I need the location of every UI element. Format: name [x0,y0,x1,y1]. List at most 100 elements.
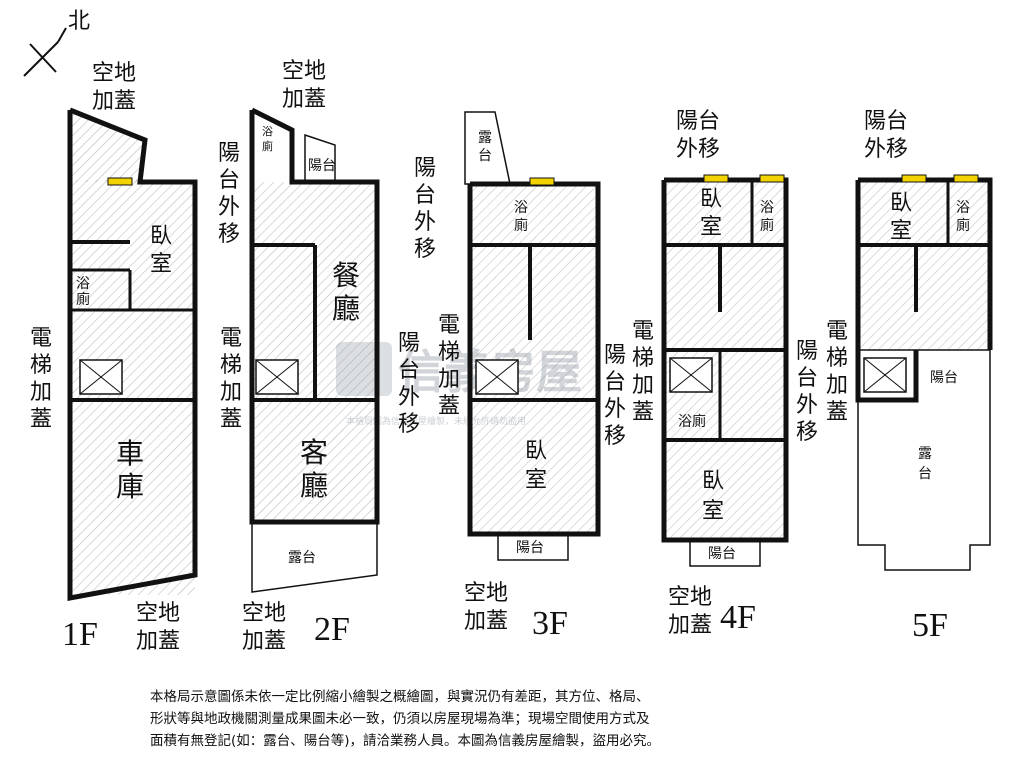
compass-north-label: 北 [68,9,90,34]
compass-icon: 北 [23,9,90,77]
f4-bedroom-top-line1: 臥 [700,187,722,212]
f4-bath-top-line1: 浴 [760,200,774,216]
f4-elevator-2: 梯 [632,346,654,371]
f5-balcony-move-line1: 陽台 [864,109,908,134]
f2-dining-line2: 廳 [332,292,360,325]
f4-addition-bottom-line2: 加蓋 [668,613,712,638]
f4-elevator-1: 電 [632,319,654,344]
f2-balcony-move-right-4: 移 [398,412,420,437]
f1-bath-line1: 浴 [76,276,90,292]
f1-elevator-2: 梯 [30,353,52,378]
f2-label: 2F [314,611,350,648]
f2-balcony-move-2: 台 [218,168,240,193]
f3-balcony: 陽台 [516,540,544,556]
f5-elevator-3: 加 [826,373,848,398]
f2-bath-line1: 浴 [262,125,273,138]
f1-garage-line2: 庫 [116,470,144,503]
f4-balcony-move-right-3: 外 [796,393,818,418]
f3-elevator-1: 電 [438,313,460,338]
f3-bedroom-line2: 室 [525,468,547,493]
f3-balcony-move-1: 陽 [414,156,436,181]
f2-addition-bottom-line2: 加蓋 [242,629,286,654]
f3-elevator-3: 加 [438,367,460,392]
f4-balcony-move-right-1: 陽 [796,339,818,364]
f2-elevator-4: 蓋 [220,407,242,432]
f1-addition-top-line1: 空地 [92,61,136,86]
f3-terrace-line1: 露 [478,130,492,146]
f2-terrace: 露台 [288,550,316,566]
f3-balcony-move-right-3: 外 [604,397,626,422]
f1-addition-bottom-line1: 空地 [136,601,180,626]
f3-terrace-line2: 台 [478,148,492,164]
f4-balcony-move-line2: 外移 [676,137,720,162]
f5-bedroom-line2: 室 [890,219,912,244]
f2-living-line1: 客 [300,436,328,469]
f1-bedroom-line1: 臥 [150,224,172,249]
floor-2f: 空地 加蓋 浴 廁 陽台 陽 台 外 移 餐 廳 電 梯 加 蓋 陽 台 外 移… [218,59,420,654]
f4-bath-top-line2: 廁 [760,217,774,234]
f2-elevator-1: 電 [220,326,242,351]
f2-dining-line1: 餐 [332,259,360,292]
f4-balcony-move-line1: 陽台 [676,109,720,134]
f3-addition-bottom-line1: 空地 [464,581,508,606]
f5-balcony-move-line2: 外移 [864,137,908,162]
f2-addition-bottom-line1: 空地 [242,601,286,626]
f3-balcony-move-right-2: 台 [604,370,626,395]
f3-addition-bottom-line2: 加蓋 [464,609,508,634]
f4-addition-bottom-line1: 空地 [668,585,712,610]
f3-elevator-2: 梯 [438,340,460,365]
f3-elevator-4: 蓋 [438,394,460,419]
f4-bedroom-line2: 室 [702,499,724,524]
f5-elevator-4: 蓋 [826,400,848,425]
f4-bath-mid: 浴廁 [678,413,706,430]
f2-balcony-small: 陽台 [308,158,336,174]
f3-bath-line2: 廁 [514,217,528,234]
disclaimer: 本格局示意圖係未依一定比例縮小繪製之概繪圖，與實況仍有差距，其方位、格局、 形狀… [150,686,890,752]
f2-bath-line2: 廁 [262,139,273,153]
f3-balcony-move-2: 台 [414,183,436,208]
f5-elevator-2: 梯 [826,346,848,371]
f2-balcony-move-1: 陽 [218,141,240,166]
f5-bath-line2: 廁 [956,217,970,234]
disclaimer-line-1: 本格局示意圖係未依一定比例縮小繪製之概繪圖，與實況仍有差距，其方位、格局、 [150,689,650,705]
floor-4f: 陽台 外移 臥 室 浴 廁 電 梯 加 蓋 浴廁 陽 台 外 移 臥 室 陽台 … [632,109,818,638]
f2-living-line2: 廳 [300,469,328,502]
f2-elevator-3: 加 [220,380,242,405]
f3-bedroom-line1: 臥 [525,439,547,464]
floor-5f: 陽台 外移 臥 室 浴 廁 電 梯 加 蓋 陽台 露 台 5F [826,109,993,644]
f2-balcony-move-right-3: 外 [398,385,420,410]
f4-balcony: 陽台 [708,546,736,562]
f2-balcony-move-right-2: 台 [398,358,420,383]
floor-1f: 空地 加蓋 臥 室 浴 廁 電 梯 加 蓋 車 庫 空地 加蓋 1F [30,61,198,654]
f2-addition-top-line1: 空地 [282,59,326,84]
f3-balcony-move-3: 外 [414,210,436,235]
f2-balcony-move-3: 外 [218,195,240,220]
f5-terrace-line1: 露 [918,446,932,462]
f5-balcony: 陽台 [930,370,958,386]
f1-garage-line1: 車 [116,437,144,470]
f4-elevator-4: 蓋 [632,400,654,425]
f3-balcony-move-right-4: 移 [604,424,626,449]
f5-terrace-line2: 台 [918,466,932,482]
f4-bedroom-line1: 臥 [702,469,724,494]
f3-balcony-move-right-1: 陽 [604,343,626,368]
f1-elevator-3: 加 [30,380,52,405]
f5-bath-line1: 浴 [956,200,970,216]
disclaimer-line-2: 形狀等與地政機關測量成果圖未必一致，仍須以房屋現場為準；現場空間使用方式及 [150,711,650,727]
f2-balcony-move-4: 移 [218,222,240,247]
f4-balcony-move-right-2: 台 [796,366,818,391]
f1-elevator-4: 蓋 [30,407,52,432]
f1-addition-top-line2: 加蓋 [92,89,136,114]
f5-label: 5F [912,607,948,644]
f3-balcony-move-4: 移 [414,237,436,262]
f4-elevator-3: 加 [632,373,654,398]
disclaimer-line-3: 面積有無登記(如：露台、陽台等)，請洽業務人員。本圖為信義房屋繪製，盜用必究。 [150,733,661,749]
f4-label: 4F [720,599,756,636]
f2-elevator-2: 梯 [220,353,242,378]
f1-elevator-1: 電 [30,326,52,351]
f3-label: 3F [532,605,568,642]
f2-balcony-move-right-1: 陽 [398,331,420,356]
f4-balcony-move-right-4: 移 [796,420,818,445]
floor-3f: 露 台 陽 台 外 移 浴 廁 電 梯 加 蓋 陽 台 外 移 臥 室 陽台 空… [414,111,626,642]
